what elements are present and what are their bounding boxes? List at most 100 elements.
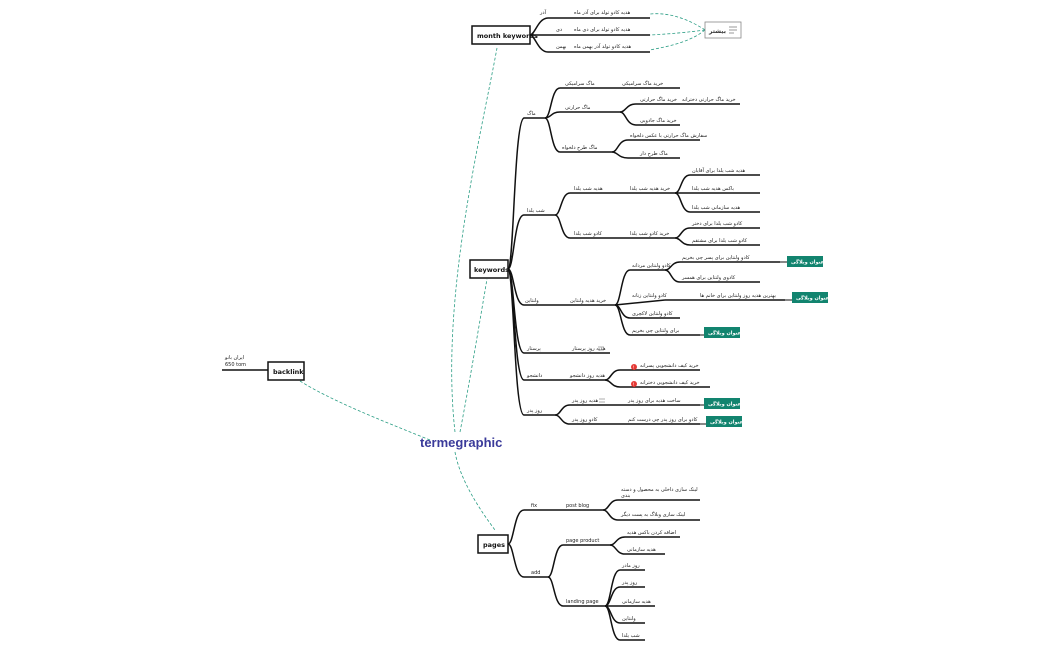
kw-yalda-gift-b: باکس هدیه شب یلدا (692, 186, 734, 192)
month-keywords-label: month keywords (477, 32, 538, 40)
kw-mug-thermal-buy: خرید ماگ حرارتی (640, 96, 677, 103)
pages-lp-0: روز مادر (621, 563, 640, 569)
kw-yalda-kado-a: کادو شب یلدا برای دختر (691, 221, 743, 227)
svg-text:!: ! (633, 365, 635, 371)
backlink-node[interactable]: backlink (267, 361, 305, 381)
pages-branches (507, 499, 700, 641)
pages-pp-a: اضافه کردن باکس هدیه (627, 530, 676, 536)
note-icon (599, 398, 605, 403)
kw-valentine-men: کادو ولنتاین مردانه (632, 263, 671, 269)
month-branches (529, 17, 650, 53)
kw-mug: ماگ (527, 110, 536, 117)
pages-page-product: page product (566, 538, 599, 544)
pages-lp-4: شب یلدا (622, 633, 640, 639)
note-icon (598, 346, 604, 351)
pages-pb-a2: بندی (621, 493, 630, 499)
kw-yalda-kado-b: کادو شب یلدا برای مشتقم (692, 238, 748, 244)
center-topic[interactable]: termegraphic (420, 435, 502, 450)
connector-center-keywords (459, 278, 488, 433)
pages-lp-2: هدیه سازمانی (622, 599, 651, 605)
kw-valentine-what: برای ولنتاین چی بخریم (632, 328, 679, 334)
kw-mug-thermal: ماگ حرارتی (565, 104, 591, 111)
svg-text:عنوان وبلاگی: عنوان وبلاگی (708, 401, 741, 408)
pages-landing-page: landing page (566, 599, 599, 605)
month-dey-text: هدیه کادو تولد برای دی ماه (574, 27, 631, 33)
month-azar: آذر (539, 9, 547, 16)
kw-mug-ceramic: ماگ سرامیکی (565, 80, 595, 87)
pages-lp-1: روز پدر (621, 580, 638, 586)
kw-student: دانشجو (526, 373, 542, 379)
more-label: بیشتر (708, 28, 726, 35)
kw-valentine-women-a: بهترین هدیه روز ولنتاین برای خانم ها (700, 293, 776, 299)
kw-valentine-women: کادو ولنتاین زنانه (632, 293, 667, 299)
month-dey: دی (556, 27, 562, 33)
kw-mug-custom-order: سفارش ماگ حرارتی با عکس دلخواه (630, 132, 707, 139)
note-icon (729, 26, 737, 34)
kw-valentine-men-a: کادو ولنتاین برای پسر چی بخریم (682, 255, 750, 261)
pages-add: add (531, 570, 540, 576)
dashed-connectors (299, 13, 706, 531)
connector-center-pages (454, 451, 496, 531)
backlink-note-line1: ایران بانو (224, 355, 244, 361)
kw-mug-custom: ماگ طرح دلخواه (562, 144, 598, 151)
kw-student-boy: خرید کیف دانشجویی پسرانه (640, 363, 699, 369)
pages-post-blog: post blog (566, 503, 589, 509)
kw-mug-ceramic-buy: خرید ماگ سرامیکی (622, 80, 663, 87)
kw-valentine: ولنتاین (525, 298, 539, 304)
kw-yalda-gift-buy: خرید هدیه شب یلدا (630, 186, 670, 192)
kw-yalda-gift: هدیه شب یلدا (574, 186, 603, 192)
alert-icon: ! (631, 381, 637, 388)
alert-icon: ! (631, 364, 637, 371)
kw-student-girl: خرید کیف دانشجویی دخترانه (640, 380, 700, 386)
tag-blog-title[interactable]: عنوان وبلاگی (700, 327, 741, 338)
kw-student-day: هدیه روز دانشجو (569, 373, 605, 379)
kw-mug-thermal-girl: خرید ماگ حرارتی دخترانه (682, 96, 736, 103)
kw-valentine-luxury: کادو ولنتاین لاکچری (632, 311, 673, 317)
kw-yalda-gift-a: هدیه شب یلدا برای آقایان (692, 167, 746, 174)
kw-nurse: هدیه روز پرستار (571, 346, 606, 352)
connector-more-a (649, 13, 706, 31)
svg-text:عنوان وبلاگی: عنوان وبلاگی (710, 419, 743, 426)
month-bahman: بهمن (556, 44, 566, 50)
more-box[interactable]: بیشتر (704, 21, 742, 39)
svg-text:عنوان وبلاگی: عنوان وبلاگی (708, 330, 741, 337)
kw-nurse-parent: پرستار (526, 346, 541, 352)
connector-more-b (649, 29, 706, 36)
tag-blog-title[interactable]: عنوان وبلاگی (700, 416, 743, 427)
kw-mug-magic: خرید ماگ جادویی (640, 117, 677, 124)
pages-pb-b: لینک سازی وبلاگ به پست دیگر (620, 511, 686, 518)
pages-node[interactable]: pages (477, 534, 509, 554)
svg-text:!: ! (633, 382, 635, 388)
kw-father: روز پدر (526, 408, 543, 414)
pages-pp-b: هدیه سازمانی (627, 547, 656, 553)
month-azar-text: هدیه کادو تولد برای آذر ماه (574, 9, 631, 16)
kw-yalda: شب یلدا (527, 208, 545, 214)
backlink-label: backlink (273, 368, 304, 376)
backlink-note-line2: 650 tom (225, 362, 246, 368)
kw-valentine-men-b: کادوی ولنتاین برای همسر (681, 275, 736, 281)
kw-father-gift-make: ساخت هدیه برای روز پدر (627, 398, 681, 404)
tag-blog-title[interactable]: عنوان وبلاگی (780, 256, 824, 267)
kw-father-kado: کادو روز پدر (571, 417, 598, 423)
kw-father-gift: هدیه روز پدر (571, 398, 599, 404)
month-keywords-node[interactable]: month keywords (471, 25, 538, 45)
tag-blog-title[interactable]: عنوان وبلاگی (785, 292, 829, 303)
kw-mug-custom-buy: ماگ طرح دار (639, 150, 668, 157)
pages-lp-3: ولنتاین (622, 616, 636, 622)
tag-blog-title[interactable]: عنوان وبلاگی (700, 398, 741, 409)
pages-fix: fix (531, 503, 537, 509)
keywords-label: keywords (474, 266, 509, 274)
pages-pb-a1: لینک سازی داخلی به محصول و دسته (621, 487, 698, 493)
pages-labels: fix post blog لینک سازی داخلی به محصول و… (531, 487, 698, 639)
month-bahman-text: هدیه کادو تولد آذر بهمن ماه (574, 43, 632, 50)
svg-text:عنوان وبلاگی: عنوان وبلاگی (791, 259, 824, 266)
keywords-branches (507, 87, 785, 425)
keyword-labels: ماگ ماگ سرامیکی خرید ماگ سرامیکی ماگ حرا… (525, 80, 776, 423)
kw-yalda-gift-c: هدیه سازمانی شب یلدا (692, 205, 741, 211)
keywords-node[interactable]: keywords (469, 259, 509, 279)
kw-father-kado-cheap: کادو برای روز پدر چی درست کنم (628, 417, 698, 423)
svg-text:عنوان وبلاگی: عنوان وبلاگی (796, 295, 829, 302)
connector-center-backlink (299, 380, 431, 441)
kw-yalda-kado-buy: خرید کادو شب یلدا (630, 231, 669, 237)
